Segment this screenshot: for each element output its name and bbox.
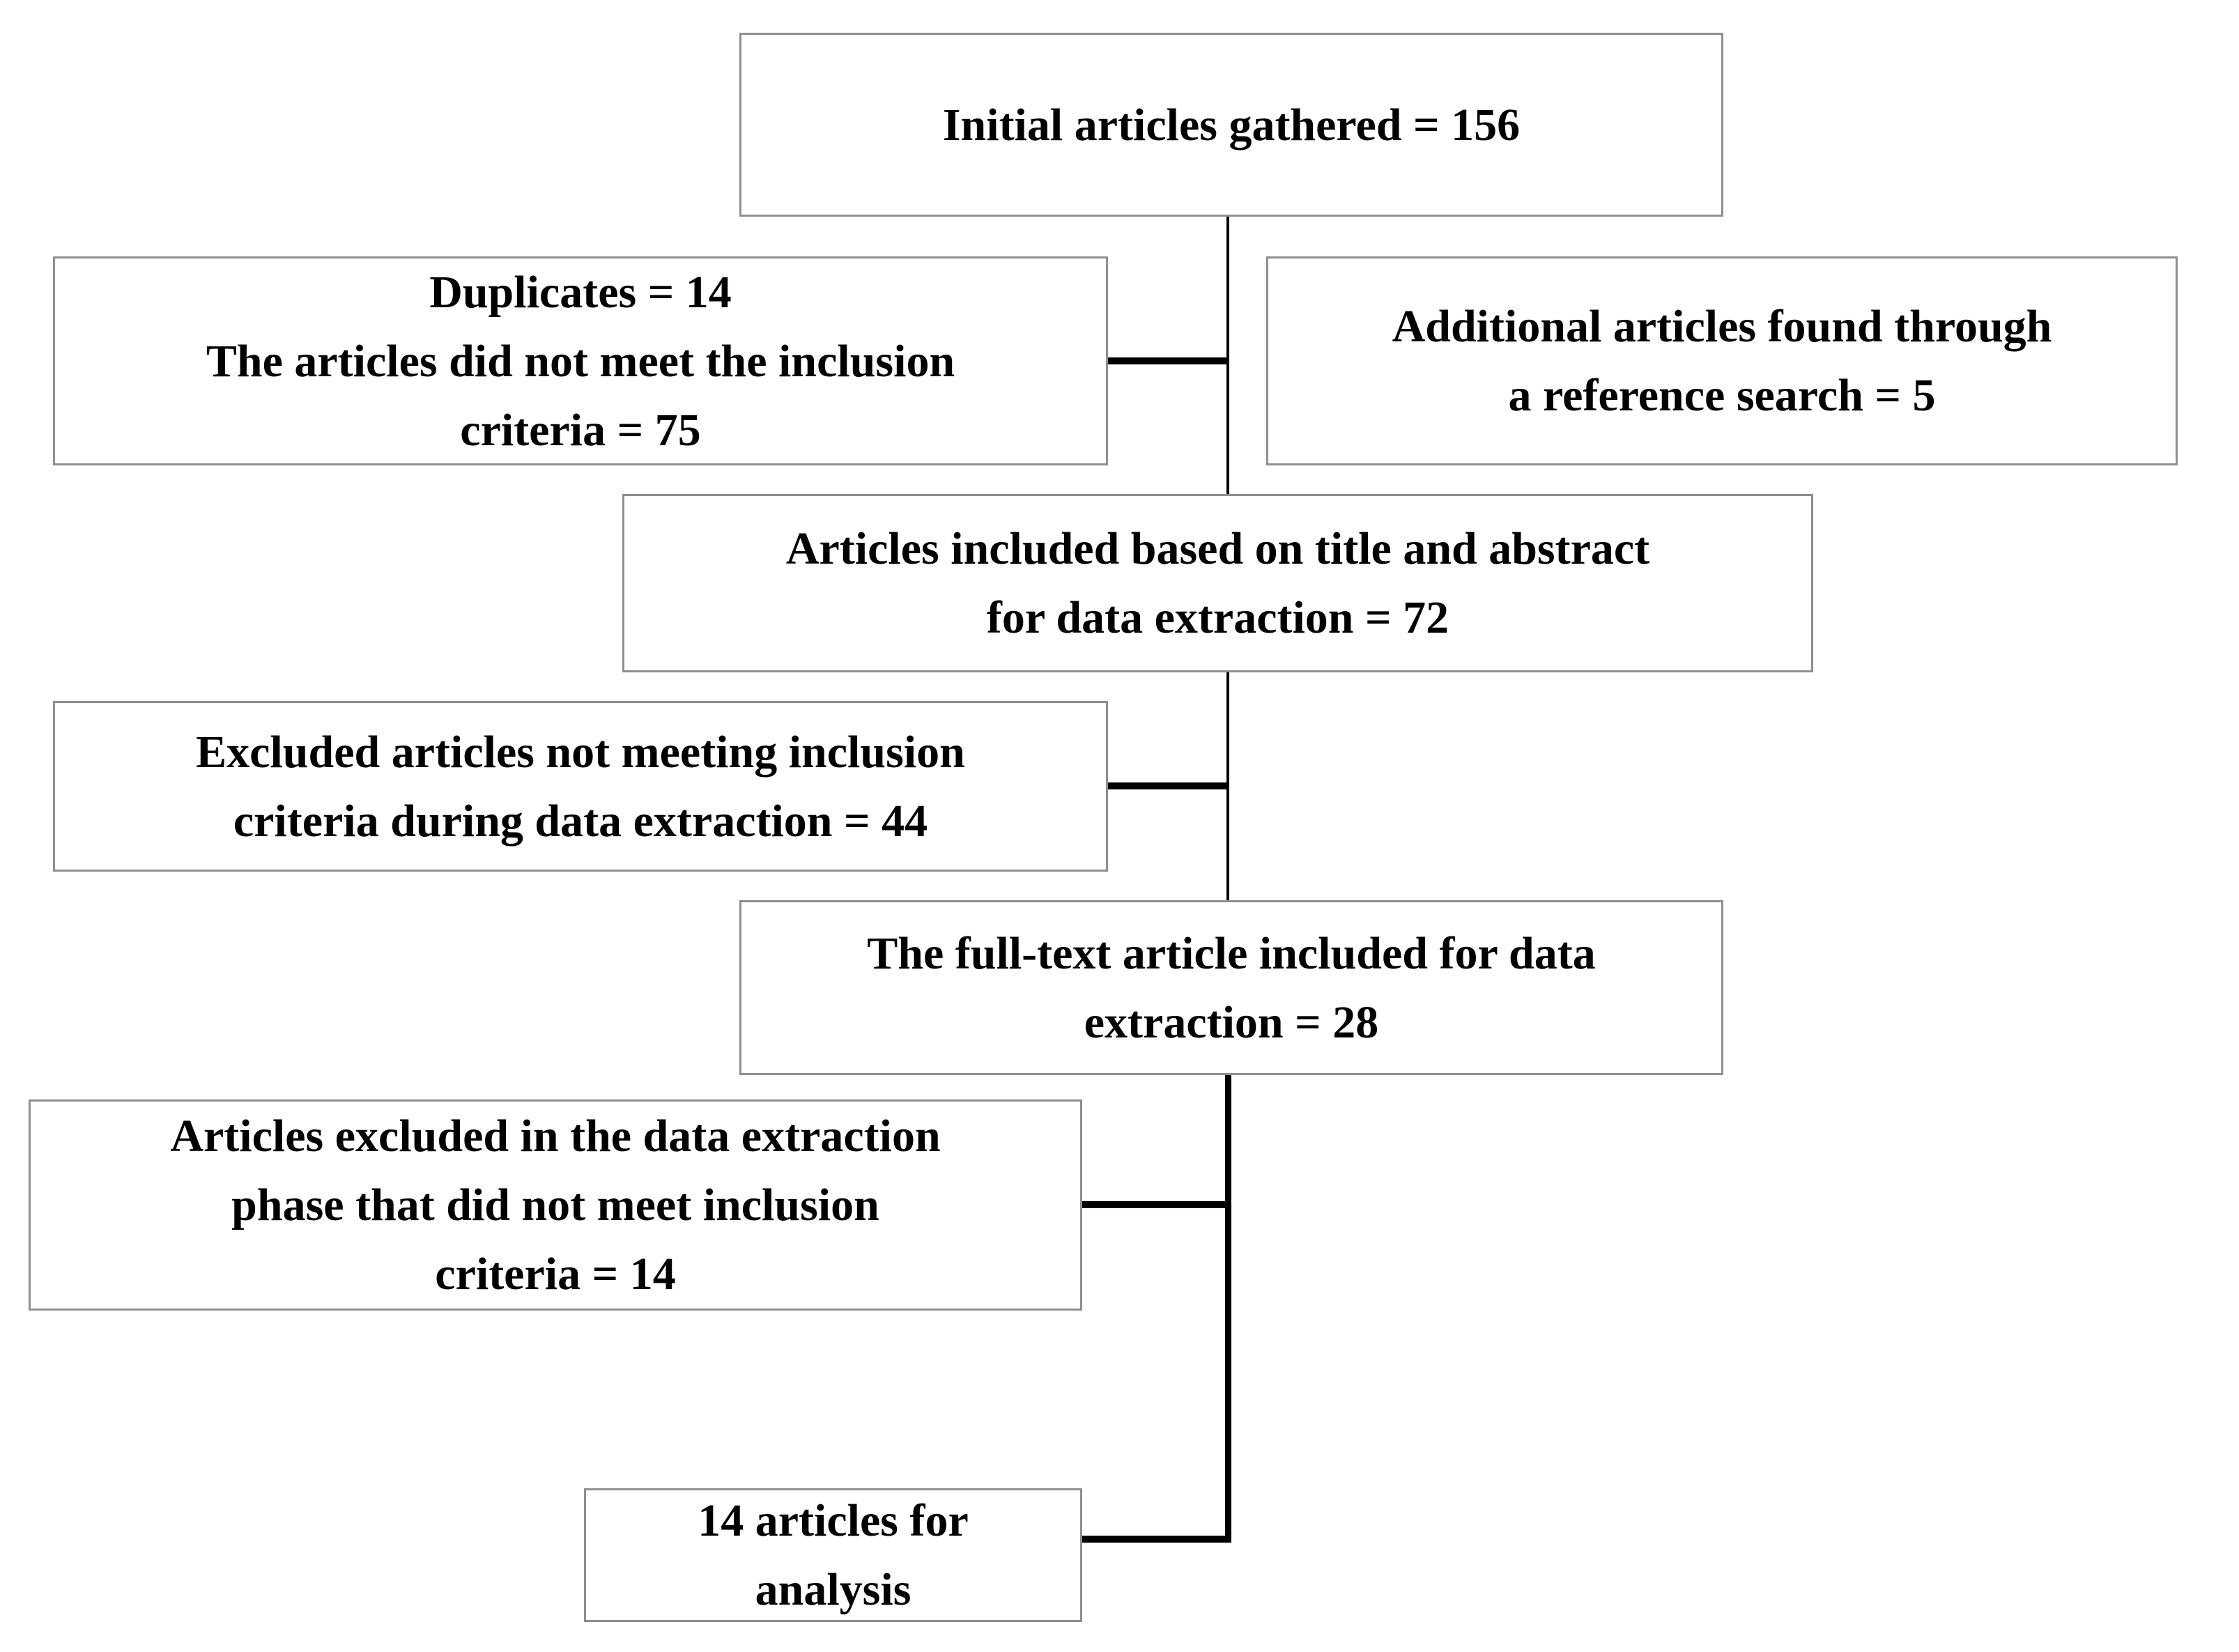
connector-duplicates-branch [1108, 357, 1226, 364]
box-initial-articles-text: Initial articles gathered = 156 [942, 99, 1521, 150]
box-included-title-abstract: Articles included based on title and abs… [622, 494, 1813, 672]
box-fulltext-included: The full-text article included for data … [739, 900, 1723, 1075]
box-fulltext-included-text: The full-text article included for data … [867, 927, 1596, 1048]
box-excluded-extraction-phase-text: Articles excluded in the data extraction… [170, 1111, 941, 1299]
connector-excluded-phase-branch [1082, 1201, 1225, 1208]
box-excluded-extraction-phase: Articles excluded in the data extraction… [29, 1099, 1082, 1311]
box-excluded-data-extraction-text: Excluded articles not meeting inclusion … [196, 726, 965, 847]
box-initial-articles: Initial articles gathered = 156 [739, 33, 1723, 217]
box-excluded-data-extraction: Excluded articles not meeting inclusion … [53, 701, 1108, 872]
connector-fulltext-to-analysis-vertical [1225, 1075, 1231, 1543]
connector-title-abstract-to-fulltext [1226, 672, 1229, 900]
box-additional-reference-articles: Additional articles found through a refe… [1266, 256, 2178, 465]
connector-initial-to-title-abstract [1226, 217, 1229, 494]
box-final-analysis: 14 articles for analysis [584, 1488, 1082, 1622]
connector-fulltext-to-analysis-horizontal [1082, 1536, 1231, 1543]
box-final-analysis-text: 14 articles for analysis [698, 1495, 969, 1615]
box-included-title-abstract-text: Articles included based on title and abs… [785, 523, 1650, 643]
box-additional-reference-articles-text: Additional articles found through a refe… [1392, 301, 2052, 421]
connector-excluded-extraction-branch [1108, 782, 1226, 789]
box-duplicates-excluded-text: Duplicates = 14 The articles did not mee… [206, 266, 955, 456]
box-duplicates-excluded: Duplicates = 14 The articles did not mee… [53, 256, 1108, 465]
